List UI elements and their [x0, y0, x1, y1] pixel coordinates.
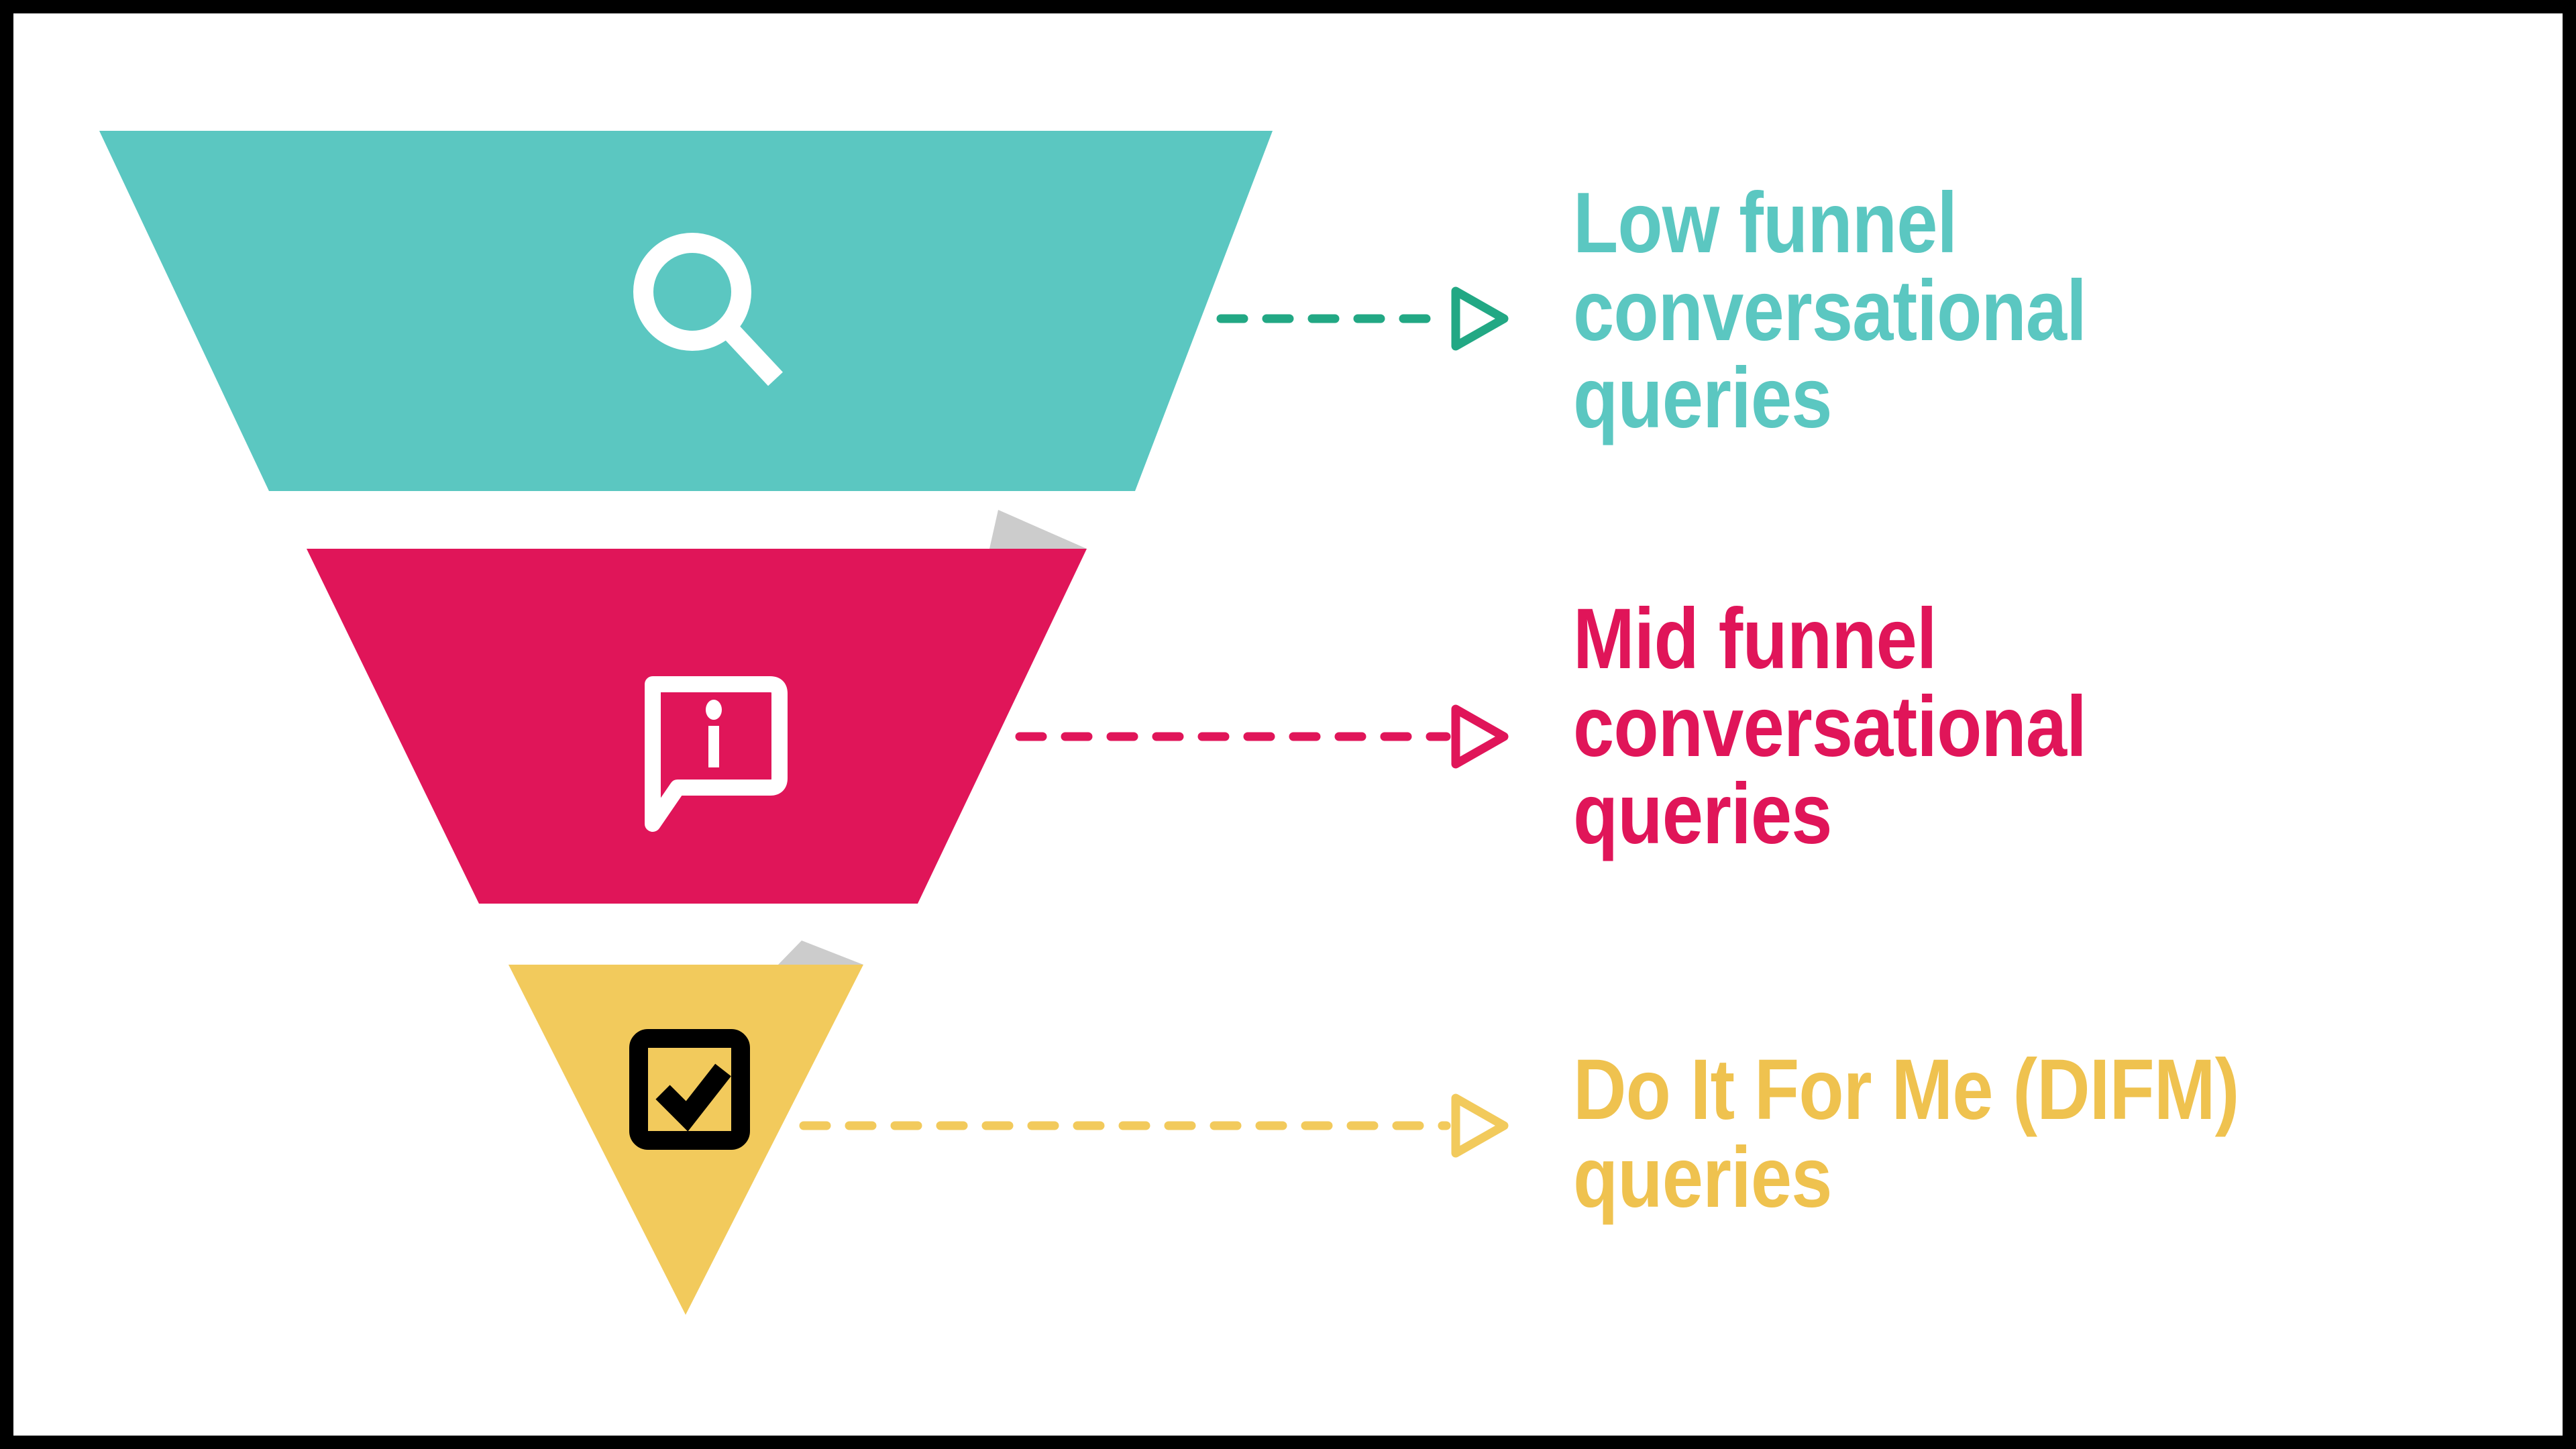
stage-shape-low-funnel[interactable] [99, 131, 1273, 491]
diagram-canvas: Low funnel conversational queries Mid fu… [13, 13, 2563, 1436]
fold-tab-difm [778, 941, 863, 965]
connector-arrowhead-difm [1451, 1093, 1509, 1158]
connector-arrowhead-mid-funnel [1451, 704, 1509, 769]
connector-mid-funnel [1015, 704, 1509, 769]
fold-tab-mid-funnel [989, 510, 1087, 549]
checkbox-checked-icon [629, 1029, 750, 1150]
search-icon [633, 233, 783, 386]
stage-label-low-funnel: Low funnel conversational queries [1573, 175, 2087, 447]
funnel-stage-low-funnel[interactable] [99, 131, 1273, 491]
stage-label-difm: Do It For Me (DIFM) queries [1573, 1042, 2239, 1226]
connector-difm [799, 1093, 1509, 1158]
funnel-diagram [99, 131, 1509, 1315]
stage-shape-mid-funnel[interactable] [307, 549, 1087, 904]
info-message-icon [645, 676, 788, 832]
stage-label-mid-funnel: Mid funnel conversational queries [1573, 591, 2087, 863]
funnel-stage-difm[interactable] [508, 941, 863, 1315]
connector-arrowhead-low-funnel [1451, 286, 1509, 351]
connector-low-funnel [1216, 286, 1509, 351]
funnel-stage-mid-funnel[interactable] [307, 510, 1087, 904]
